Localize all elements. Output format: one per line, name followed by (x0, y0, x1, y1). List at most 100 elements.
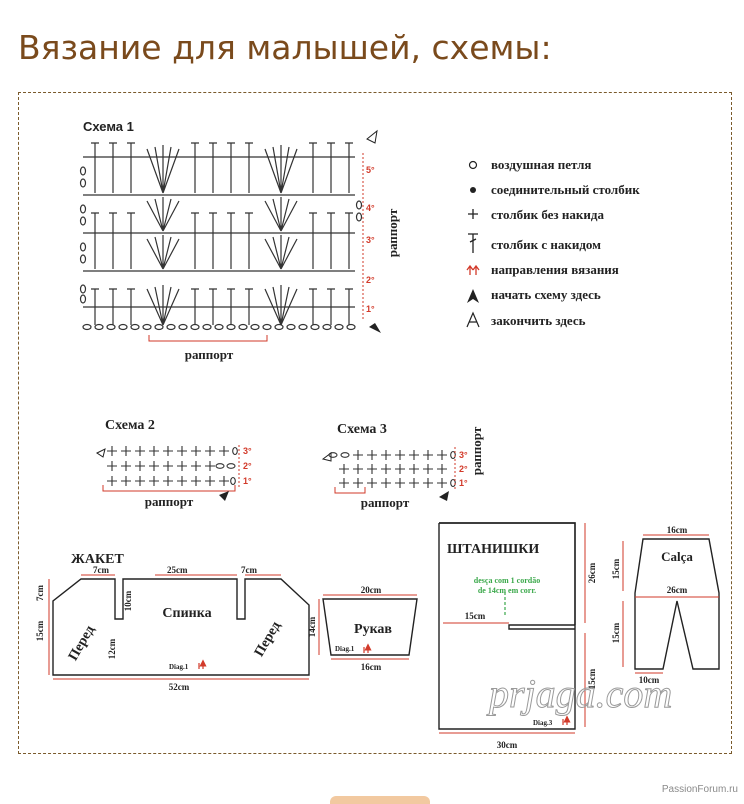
pants-direction-arrows (563, 719, 567, 725)
diagram-frame: Схема 1 (18, 92, 732, 754)
pants-note-line2: de 14cm em corr. (478, 586, 536, 595)
sleeve-title: Рукав (354, 622, 392, 637)
dc-row-3 (91, 212, 353, 269)
scheme3-repeat: раппорт (361, 495, 410, 510)
dc-row-1 (91, 288, 353, 325)
scheme1-row-4: 4° (366, 203, 375, 213)
shell-fans (146, 145, 298, 326)
site-watermark: PassionForum.ru (661, 784, 738, 795)
scheme2-row-2: 2° (243, 461, 252, 471)
scheme1-row-1: 1° (366, 304, 375, 314)
scheme1-horizontal-bracket (148, 335, 268, 342)
end-arrow-icon (466, 311, 480, 328)
sleeve-diag-label: Diag.1 (335, 645, 355, 653)
sleeve-outline (322, 598, 418, 656)
legend-label-1: воздушная петля (491, 157, 591, 172)
scheme1-row-2: 2° (366, 275, 375, 285)
scheme2-row-3: 3° (243, 446, 252, 456)
jacket-outline (52, 578, 310, 676)
foundation-chain (82, 323, 356, 331)
pants-note-line1: desça com 1 cordão (474, 576, 540, 585)
scheme1-row-3: 3° (366, 235, 375, 245)
calca-title: Calça (661, 549, 693, 564)
calca-dim-bottom: 10cm (639, 675, 660, 685)
turning-chains (79, 166, 363, 304)
pants-dim-bottom: 30cm (497, 740, 518, 750)
jacket-diag-label: Diag.1 (169, 663, 189, 671)
scheme2-bracket (102, 485, 236, 492)
start-arrow-icon (467, 289, 479, 303)
watermark-logo: prjaga.com (486, 671, 672, 716)
jacket-dim-inner-low: 12cm (107, 638, 117, 659)
scheme2-chart (107, 446, 238, 486)
jacket-dim-inner-neck: 10cm (123, 590, 133, 611)
calca-dim-side-low: 15cm (611, 622, 621, 643)
scheme2-row-1: 1° (243, 476, 252, 486)
page-title: Вязание для малышей, схемы: (18, 28, 552, 67)
scheme2-start-mark (96, 448, 106, 458)
scheme1-end-arrow (366, 129, 378, 144)
scheme3-row-numbers: 3° 2° 1° (459, 450, 468, 488)
jacket-dim-top-mid: 25cm (167, 565, 188, 575)
legend-label-3: столбик без накида (491, 207, 604, 222)
slip-stitch-icon (470, 187, 476, 193)
scheme3-title: Схема 3 (337, 422, 387, 437)
sleeve-dim-top: 20cm (361, 585, 382, 595)
scheme3-repeat-vertical: раппорт (469, 426, 484, 475)
jacket-dim-left-top: 7cm (35, 585, 45, 601)
legend-label-2: соединительный столбик (491, 182, 640, 197)
calca-dim-mid: 26cm (667, 585, 688, 595)
scheme1-start-arrow (369, 323, 381, 333)
scheme3-row-2: 2° (459, 464, 468, 474)
jacket-front-right-label: Перед (252, 619, 284, 659)
jacket-labels: 7cm 25cm 7cm 7cm 15cm 10cm 12cm Спинка П… (35, 565, 284, 692)
chain-stitch-icon (468, 160, 478, 170)
pants-top-back (439, 522, 576, 625)
scheme1-repeat-horizontal: раппорт (185, 347, 234, 362)
sleeve-direction-arrows (364, 647, 368, 653)
scheme1-row-5: 5° (366, 165, 375, 175)
jacket-back-label: Спинка (162, 606, 211, 621)
legend-label-4: столбик с накидом (491, 237, 601, 252)
calca-dim-top: 16cm (667, 525, 688, 535)
scheme3-chart (328, 450, 456, 488)
scheme3-row-3: 3° (459, 450, 468, 460)
pants-title: ШТАНИШКИ (447, 542, 539, 557)
legend-label-5: направления вязания (491, 262, 619, 277)
scheme3-bracket (334, 487, 366, 494)
calca-labels: 16cm Calça 26cm 15cm 15cm 10cm (611, 525, 693, 685)
scheme2-start-arrow (219, 491, 229, 501)
pants-dim-mid: 15cm (465, 611, 486, 621)
pants-dim-height-low: 15cm (587, 668, 597, 689)
jacket-dim-top-left: 7cm (93, 565, 109, 575)
jacket-front-left-label: Перед (66, 623, 98, 663)
scheme3-row-1: 1° (459, 478, 468, 488)
scheme3-start-mark (321, 452, 332, 462)
legend-label-7: закончить здесь (491, 313, 586, 328)
direction-arrows-icon (466, 264, 480, 275)
pattern-figure: Схема 1 (35, 119, 720, 750)
jacket-dim-bottom: 52cm (169, 682, 190, 692)
jacket-dim-left-low: 15cm (35, 620, 45, 641)
sleeve-dim-side: 14cm (307, 616, 317, 637)
calca-dim-side-top: 15cm (611, 558, 621, 579)
scheme2-title: Схема 2 (105, 418, 155, 433)
scheme1-chart (79, 142, 363, 331)
jacket-direction-arrows (199, 663, 203, 669)
pants-labels: ШТАНИШКИ desça com 1 cordão de 14cm em c… (447, 542, 597, 750)
legend: воздушная петля соединительный столбик с… (466, 157, 640, 328)
double-crochet-icon (468, 233, 478, 253)
dc-row-5 (91, 142, 353, 193)
pants-dim-height-top: 26cm (587, 562, 597, 583)
jacket-title: ЖАКЕТ (71, 552, 124, 567)
scheme2-row-numbers: 3° 2° 1° (243, 446, 252, 486)
single-crochet-icon (468, 209, 478, 219)
scheme1-repeat-vertical: раппорт (385, 208, 400, 257)
pants-diag-label: Diag.3 (533, 719, 553, 727)
scheme3-start-arrow (439, 491, 449, 501)
sleeve-dim-bottom: 16cm (361, 662, 382, 672)
scheme1-row-numbers: 1° 2° 3° 4° 5° (366, 165, 375, 314)
legend-label-6: начать схему здесь (491, 287, 601, 302)
bottom-tab[interactable] (330, 796, 430, 804)
sleeve-labels: 20cm 14cm Рукав Diag.1 16cm (307, 585, 392, 672)
